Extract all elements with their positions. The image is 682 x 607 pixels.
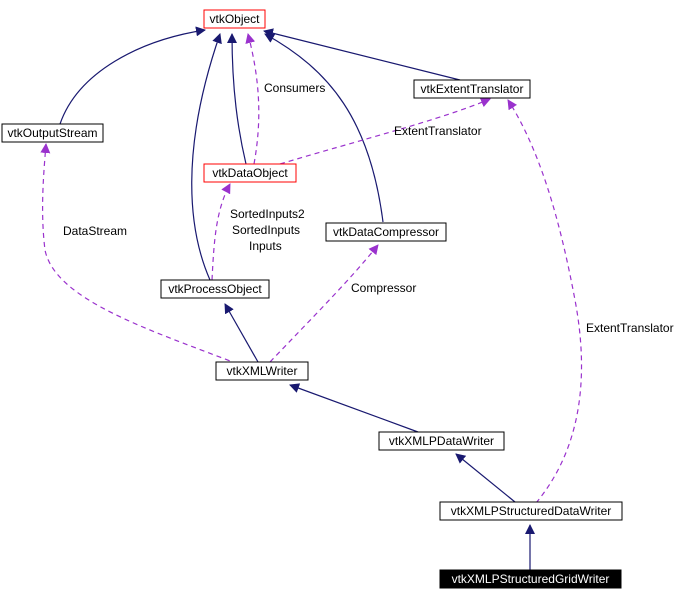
node-vtkObject-label: vtkObject [209, 12, 260, 26]
node-vtkOutputStream-label: vtkOutputStream [7, 126, 97, 140]
edge-outputstream-object [59, 26, 206, 125]
label-compressor: Compressor [351, 281, 416, 295]
node-vtkXMLPStructuredGridWriter-label: vtkXMLPStructuredGridWriter [452, 572, 610, 586]
edge-compressor-object [264, 33, 384, 223]
edges [40, 26, 583, 570]
edge-object-dataobject-consumers [245, 33, 260, 165]
label-sortedinputs2: SortedInputs2 [230, 207, 305, 221]
edge-pdatawriter-xmlwriter [289, 383, 419, 433]
node-vtkXMLPDataWriter[interactable]: vtkXMLPDataWriter [378, 431, 505, 451]
node-vtkOutputStream[interactable]: vtkOutputStream [1, 123, 104, 143]
node-vtkProcessObject[interactable]: vtkProcessObject [160, 279, 270, 299]
node-vtkXMLWriter[interactable]: vtkXMLWriter [215, 361, 309, 381]
node-vtkXMLPStructuredGridWriter[interactable]: vtkXMLPStructuredGridWriter [439, 569, 622, 589]
label-extenttranslator-top: ExtentTranslator [394, 124, 482, 138]
node-vtkDataObject-label: vtkDataObject [212, 166, 288, 180]
edge-pstructdata-extenttranslator [507, 99, 583, 504]
node-vtkDataObject[interactable]: vtkDataObject [203, 163, 297, 183]
label-extenttranslator-right: ExtentTranslator [586, 321, 674, 335]
node-vtkXMLPDataWriter-label: vtkXMLPDataWriter [389, 434, 494, 448]
edge-dataobject-extenttranslator [279, 97, 491, 165]
edge-processobject-dataobject-inputs [211, 183, 231, 281]
edge-xmlwriter-compressor [269, 244, 379, 363]
label-consumers: Consumers [264, 81, 325, 95]
node-vtkDataCompressor-label: vtkDataCompressor [333, 225, 439, 239]
node-vtkProcessObject-label: vtkProcessObject [168, 282, 262, 296]
node-vtkXMLPStructuredDataWriter[interactable]: vtkXMLPStructuredDataWriter [439, 501, 623, 521]
edge-processobject-object [191, 33, 222, 281]
node-vtkXMLWriter-label: vtkXMLWriter [227, 364, 298, 378]
edge-dataobject-object [227, 33, 247, 165]
edge-extenttranslator-object [263, 28, 461, 81]
label-datastream: DataStream [63, 224, 127, 238]
edge-labels: Consumers ExtentTranslator SortedInputs2… [63, 81, 674, 335]
label-inputs: Inputs [249, 239, 282, 253]
label-sortedinputs: SortedInputs [232, 223, 300, 237]
node-vtkExtentTranslator[interactable]: vtkExtentTranslator [413, 79, 531, 99]
edge-pstructdata-pdatawriter [455, 453, 516, 503]
edge-xmlwriter-outputstream [40, 143, 239, 365]
node-vtkObject[interactable]: vtkObject [203, 9, 266, 29]
nodes: vtkObject vtkOutputStream vtkExtentTrans… [1, 9, 623, 589]
node-vtkDataCompressor[interactable]: vtkDataCompressor [325, 222, 447, 242]
node-vtkXMLPStructuredDataWriter-label: vtkXMLPStructuredDataWriter [451, 504, 612, 518]
edge-xmlwriter-processobject [224, 303, 259, 363]
node-vtkExtentTranslator-label: vtkExtentTranslator [421, 82, 524, 96]
